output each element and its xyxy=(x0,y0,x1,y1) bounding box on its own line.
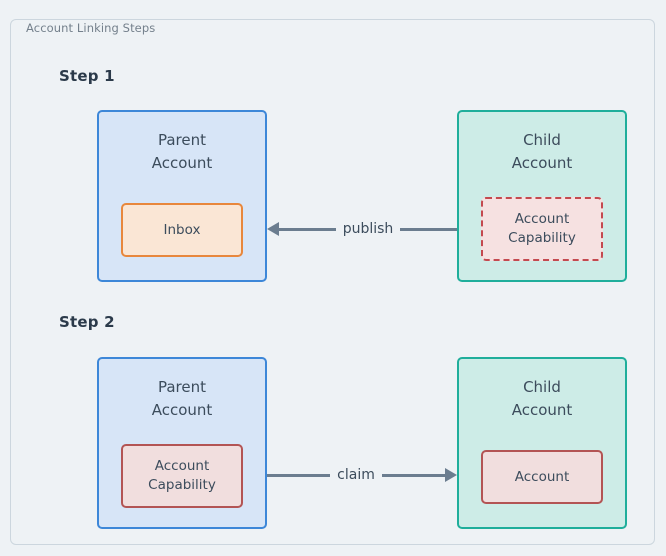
arrow-head-right-icon xyxy=(445,468,458,482)
step-1-parent-account-title: Parent Account xyxy=(151,131,213,172)
step-2-account-capability-box: Account Capability xyxy=(121,444,243,508)
step-2-child-account-title: Child Account xyxy=(511,378,573,419)
step-2-parent-account-box: Parent Account Account Capability xyxy=(97,357,267,529)
publish-arrow-label: publish xyxy=(342,221,394,237)
arrow-line xyxy=(400,227,457,231)
diagram-container: Account Linking Steps Step 1 Parent Acco… xyxy=(10,19,655,545)
step-1-child-account-box: Child Account Account Capability xyxy=(457,110,627,282)
step-1-parent-account-box: Parent Account Inbox xyxy=(97,110,267,282)
step-1-inbox-box: Inbox xyxy=(121,203,243,257)
step-1-account-capability-box: Account Capability xyxy=(481,197,603,261)
step-1-child-account-title: Child Account xyxy=(511,131,573,172)
arrow-head-left-icon xyxy=(267,222,279,236)
arrow-line xyxy=(267,473,331,477)
step-2-parent-account-title: Parent Account xyxy=(151,378,213,419)
diagram-title: Account Linking Steps xyxy=(23,21,159,35)
claim-arrow-label: claim xyxy=(337,467,375,483)
step-1-heading: Step 1 xyxy=(59,67,115,85)
claim-arrow: claim xyxy=(267,460,458,490)
arrow-line xyxy=(279,227,336,231)
arrow-line xyxy=(381,473,446,477)
step-2-account-box: Account xyxy=(481,450,603,504)
step-2-heading: Step 2 xyxy=(59,313,115,331)
publish-arrow: publish xyxy=(267,214,457,244)
step-2-child-account-box: Child Account Account xyxy=(457,357,627,529)
